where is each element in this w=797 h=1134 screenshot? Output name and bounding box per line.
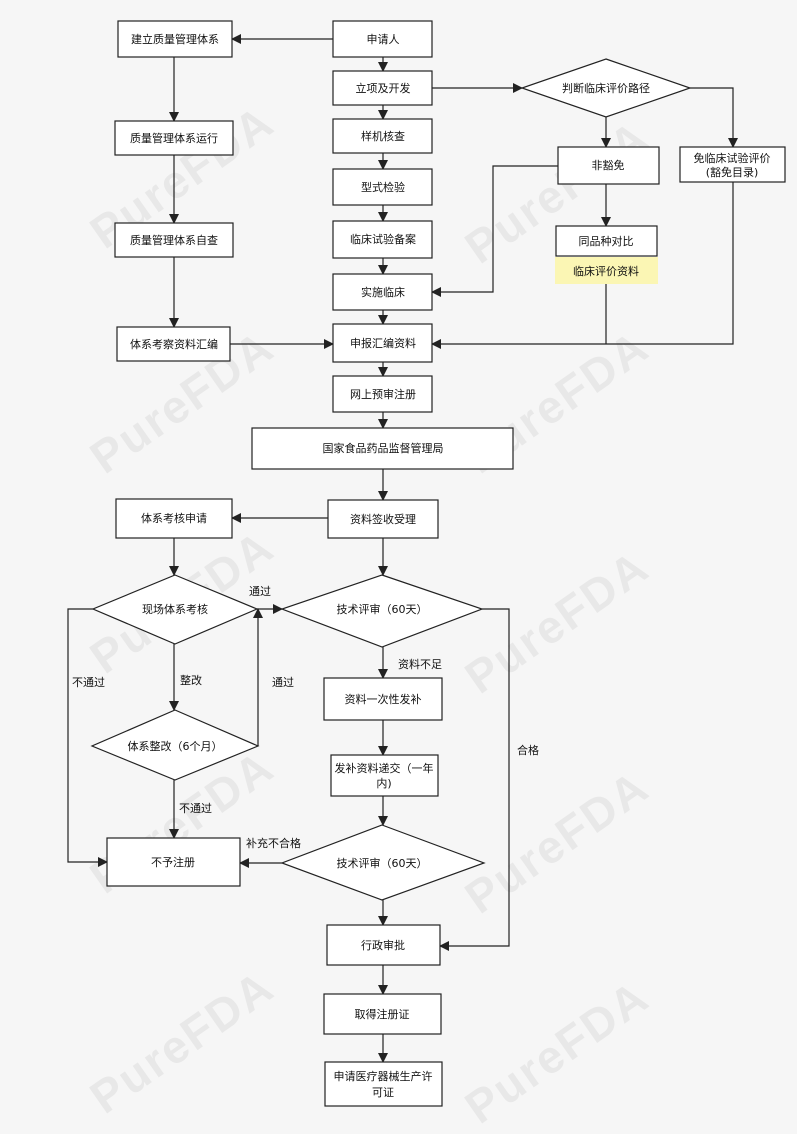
node-label: 立项及开发 [356, 81, 411, 95]
edge-label-rectify: 整改 [180, 673, 202, 687]
node-conduct-clinical: 实施临床 [332, 273, 433, 311]
node-clinical-filing: 临床试验备案 [332, 220, 433, 259]
node-tech-review-2: 技术评审（60天） [280, 824, 486, 901]
node-supp-submit: 发补资料递交（一年 内) [330, 754, 439, 797]
node-qms-build: 建立质量管理体系 [117, 20, 233, 58]
node-label: 体系整改（6个月） [128, 739, 223, 753]
node-label: 网上预审注册 [350, 387, 416, 401]
node-label: 体系考察资料汇编 [130, 337, 218, 351]
node-tech-review-1: 技术评审（60天） [280, 574, 484, 648]
node-nmpa: 国家食品药品监督管理局 [251, 427, 514, 470]
edges [67, 34, 738, 1063]
node-label: 技术评审（60天） [337, 856, 428, 870]
node-label: 可证 [372, 1086, 394, 1099]
node-label: 申请人 [367, 33, 400, 46]
node-label: 申报汇编资料 [350, 336, 416, 350]
node-qms-selfcheck: 质量管理体系自查 [114, 222, 234, 258]
node-type-test: 型式检验 [332, 168, 433, 206]
node-label: 内) [376, 776, 391, 790]
node-system-compile: 体系考察资料汇编 [116, 326, 231, 362]
node-applicant: 申请人 [332, 20, 433, 58]
node-label: 建立质量管理体系 [131, 32, 219, 46]
node-label: 不予注册 [151, 855, 195, 869]
edge-label-fail: 不通过 [179, 802, 212, 815]
node-label: 判断临床评价路径 [562, 81, 650, 95]
node-online-prereview: 网上预审注册 [332, 375, 433, 413]
node-label: 样机核查 [361, 129, 405, 143]
edge-tech1-to-admin [439, 608, 510, 951]
node-accept: 资料签收受理 [327, 499, 439, 539]
node-label: (豁免目录) [706, 165, 759, 179]
edge-label-supp-unqualified: 补充不合格 [246, 836, 301, 850]
node-non-exempt: 非豁免 [557, 146, 660, 185]
node-get-cert: 取得注册证 [323, 993, 442, 1035]
node-system-rectify: 体系整改（6个月） [90, 709, 260, 781]
node-submit-compile: 申报汇编资料 [332, 323, 433, 363]
node-label: 国家食品药品监督管理局 [323, 441, 444, 455]
node-label: 取得注册证 [355, 1007, 410, 1021]
node-label: 免临床试验评价 [694, 151, 771, 165]
node-one-time-supp: 资料一次性发补 [323, 677, 443, 721]
edge-label-insufficient: 资料不足 [398, 657, 442, 671]
node-reject: 不予注册 [106, 837, 241, 887]
node-label: 资料签收受理 [350, 512, 416, 526]
node-label: 临床试验备案 [350, 232, 416, 246]
node-label: 实施临床 [361, 285, 405, 299]
edge-onsite-to-reject [67, 608, 108, 867]
node-label: 非豁免 [592, 158, 625, 172]
node-project-dev: 立项及开发 [332, 70, 433, 106]
node-label: 现场体系考核 [142, 602, 208, 616]
edge-label-fail: 不通过 [72, 676, 105, 689]
node-apply-license: 申请医疗器械生产许 可证 [324, 1061, 443, 1107]
node-label: 申请医疗器械生产许 [334, 1069, 433, 1083]
edge-label-pass: 通过 [272, 676, 294, 689]
edge-path-to-exempt [690, 87, 738, 148]
node-label: 资料一次性发补 [345, 692, 422, 706]
edge-non-exempt-to-conduct [431, 165, 558, 297]
node-label: 临床评价资料 [573, 264, 639, 278]
node-exempt-eval: 免临床试验评价 (豁免目录) [679, 146, 786, 183]
node-system-apply: 体系考核申请 [115, 498, 233, 539]
node-label: 型式检验 [361, 180, 405, 194]
edge-label-qualified: 合格 [517, 743, 539, 757]
node-label: 行政审批 [361, 938, 405, 952]
edge-label-pass: 通过 [249, 585, 271, 598]
node-clinical-data: 临床评价资料 [555, 257, 658, 284]
node-onsite-review: 现场体系考核 [91, 574, 259, 645]
node-same-compare: 同品种对比 [555, 225, 658, 257]
node-sample-check: 样机核查 [332, 118, 433, 154]
node-label: 技术评审（60天） [337, 602, 428, 616]
edge-exempt-to-submit [431, 182, 734, 349]
node-label: 体系考核申请 [141, 511, 207, 525]
node-label: 质量管理体系自查 [130, 233, 218, 247]
node-clinical-path: 判断临床评价路径 [520, 58, 692, 118]
node-label: 发补资料递交（一年 [335, 761, 434, 775]
node-admin-approve: 行政审批 [326, 924, 441, 966]
node-label: 质量管理体系运行 [130, 131, 218, 145]
node-label: 同品种对比 [579, 234, 634, 248]
node-qms-run: 质量管理体系运行 [114, 120, 234, 156]
